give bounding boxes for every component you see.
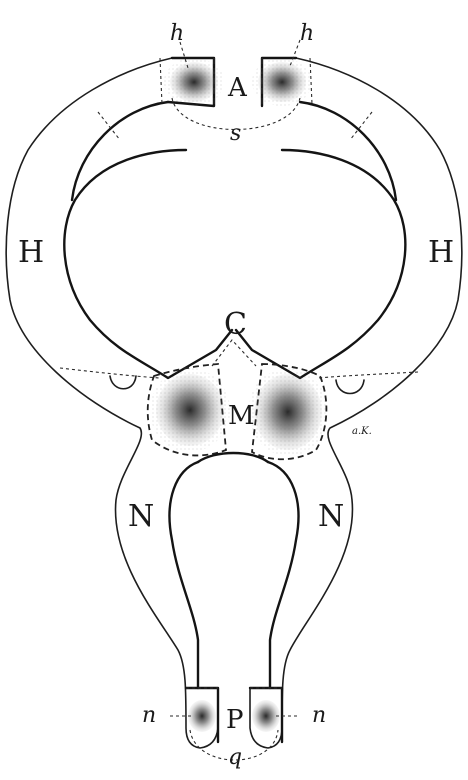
label-C: C	[224, 307, 247, 342]
inner-cavity-outline	[64, 150, 232, 378]
label-s: s	[230, 121, 241, 146]
label-q: q	[228, 745, 242, 770]
arm-segment-left	[98, 112, 120, 140]
c-apex-dash	[212, 340, 256, 366]
label-N-left: N	[128, 499, 154, 534]
label-n-right: n	[312, 703, 326, 728]
label-H-right: H	[428, 235, 454, 270]
label-n-left: n	[142, 703, 156, 728]
lower-inner-cavity-right	[268, 462, 298, 688]
m-right-dots	[248, 368, 328, 456]
right-cup	[336, 380, 364, 394]
m-left-dots	[150, 368, 230, 452]
lower-dotted-right	[318, 372, 418, 378]
inner-cavity-outline-right	[236, 150, 405, 378]
top-right-dots	[252, 58, 312, 106]
label-artist-mark: a.K.	[352, 426, 372, 437]
top-left-dots	[164, 58, 224, 106]
label-A: A	[227, 73, 248, 103]
lower-inner-cavity	[170, 462, 198, 688]
lower-inner-top	[198, 453, 268, 462]
label-h-right: h	[300, 21, 314, 46]
label-N-right: N	[318, 499, 344, 534]
arm-side-left	[160, 58, 162, 104]
label-H-left: H	[18, 235, 44, 270]
left-cup	[110, 376, 136, 389]
bottom-right-centre	[252, 700, 280, 732]
label-h-left: h	[170, 21, 184, 46]
label-M: M	[228, 401, 255, 431]
label-P: P	[226, 705, 244, 735]
bottom-left-centre	[188, 700, 216, 732]
